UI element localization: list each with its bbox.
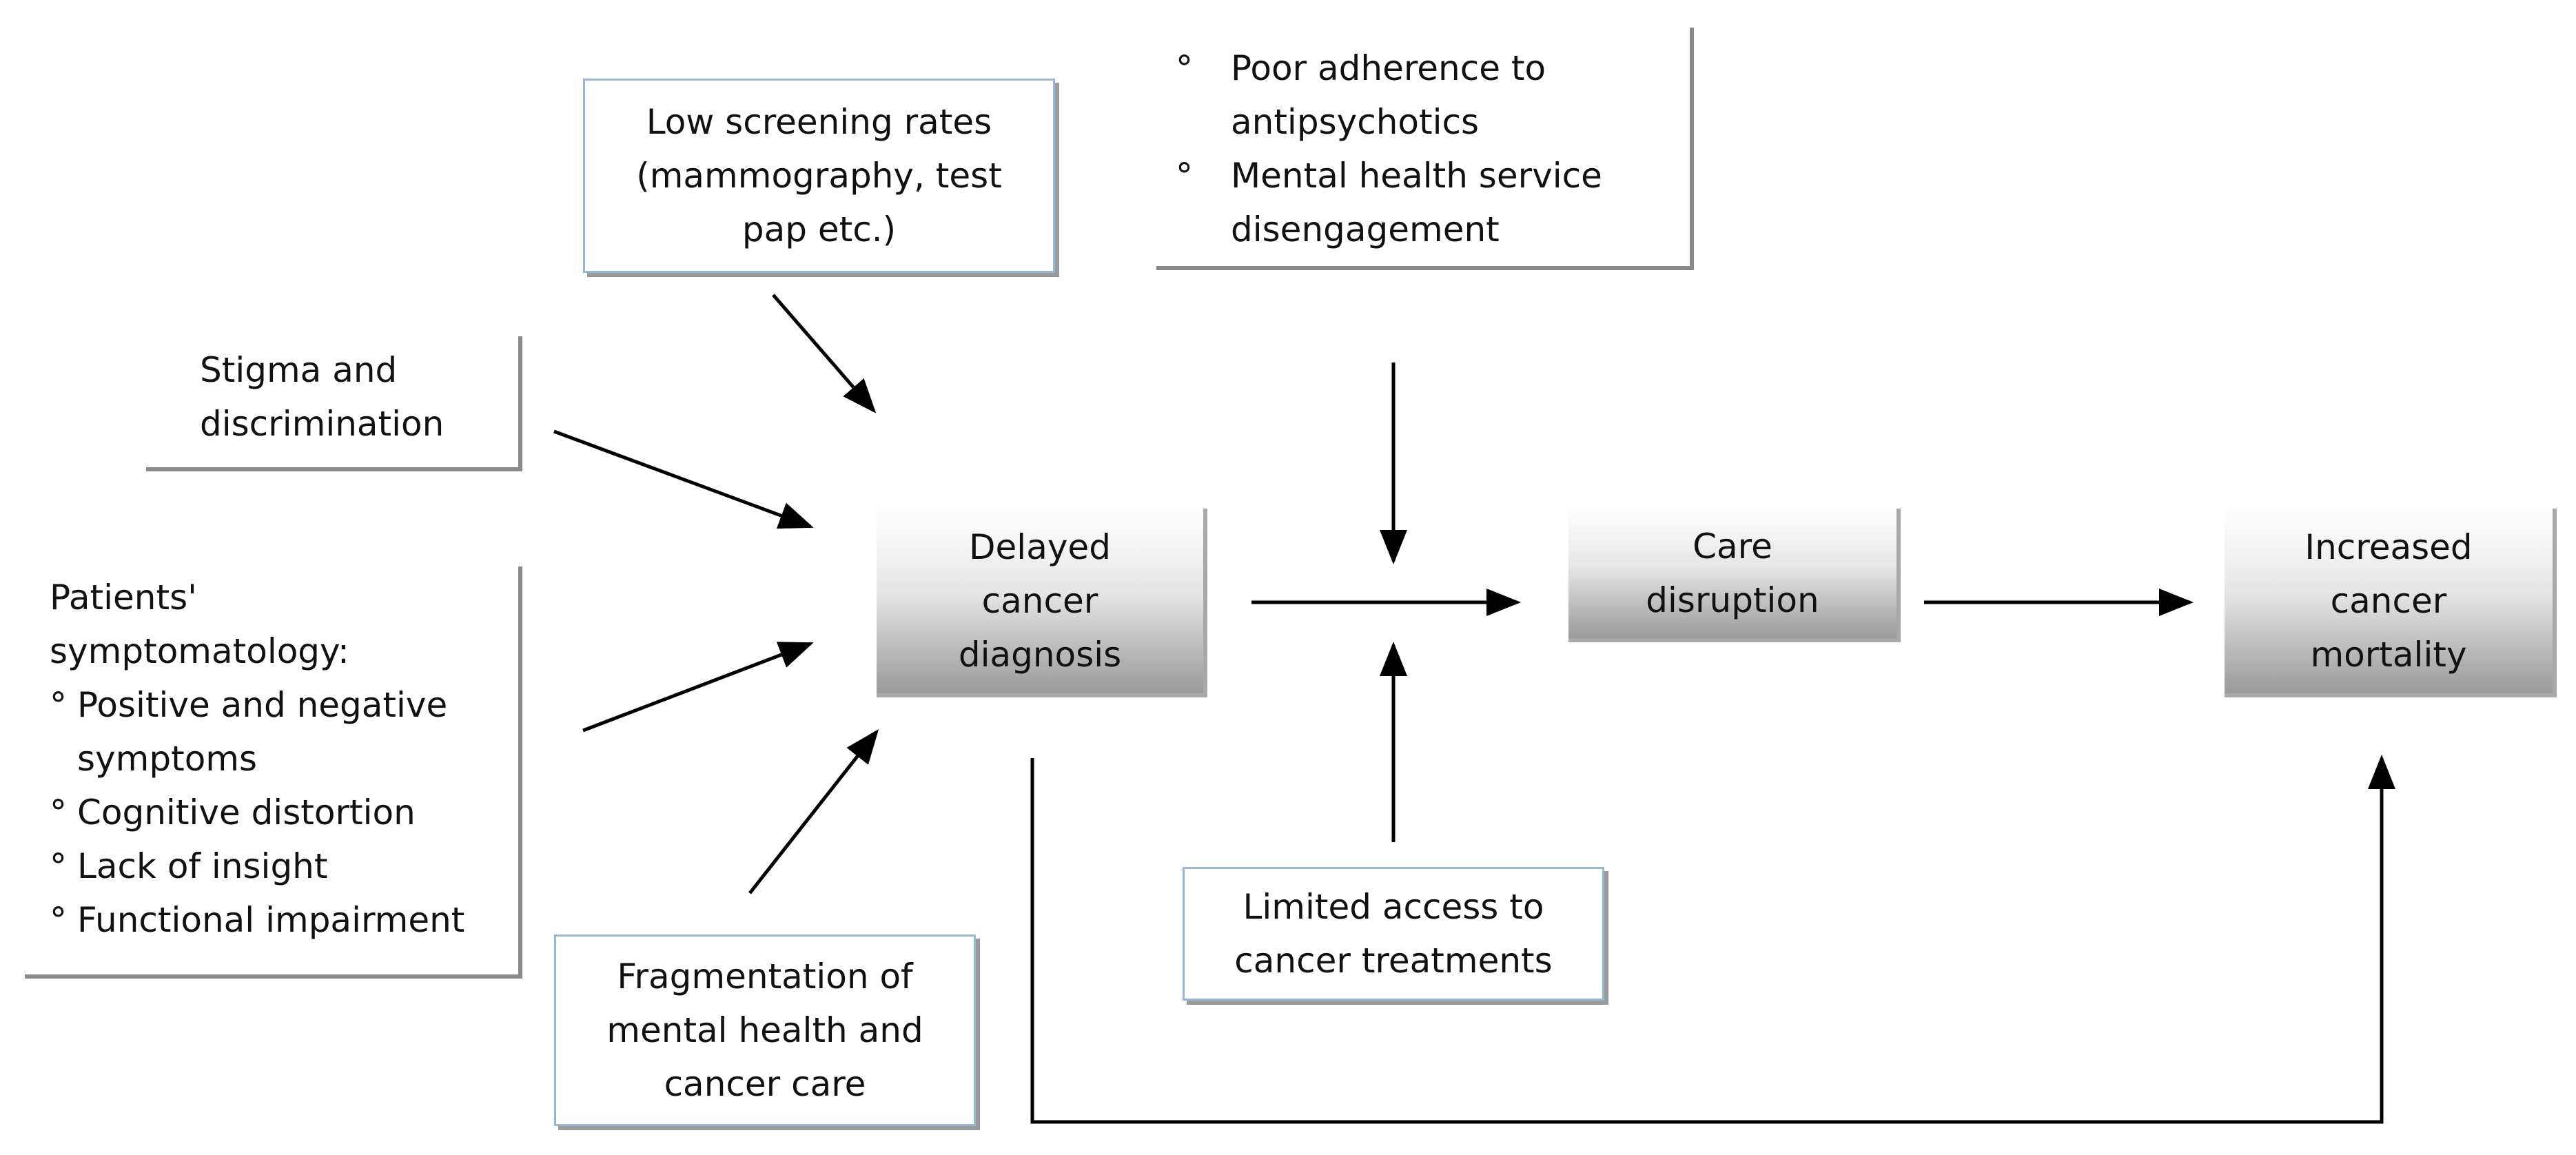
mortality-line-1: Increased [2304, 527, 2473, 567]
mortality-line-2: cancer [2330, 581, 2447, 621]
fragmentation-box: Fragmentation of mental health and cance… [554, 934, 976, 1126]
symptomatology-heading-1: Patients' [50, 578, 197, 617]
delayed-line-1: Delayed [969, 527, 1111, 567]
fragmentation-line-3: cancer care [664, 1064, 866, 1104]
delayed-line-3: diagnosis [958, 635, 1122, 675]
limited-line-1: Limited access to [1243, 887, 1544, 927]
care-line-2: disruption [1646, 580, 1819, 620]
low-screening-line-3: pap etc.) [742, 209, 897, 249]
arrow-screening-to-delayed [772, 294, 877, 413]
care-disruption-box: Care disruption [1568, 509, 1901, 642]
low-screening-rates-box: Low screening rates (mammography, test p… [583, 79, 1055, 273]
adherence-item-1-line-1: °Poor adherence to [1176, 41, 1690, 95]
symptom-item-3: °Lack of insight [50, 839, 518, 893]
delayed-diagnosis-box: Delayed cancer diagnosis [877, 509, 1207, 697]
fragmentation-line-1: Fragmentation of [617, 957, 913, 996]
stigma-line-1: Stigma and [200, 350, 398, 390]
symptomatology-box: Patients' symptomatology: °Positive and … [25, 566, 522, 979]
symptom-item-4: °Functional impairment [50, 893, 518, 947]
bullet-icon: ° [50, 900, 67, 940]
care-line-1: Care [1693, 527, 1772, 566]
arrow-symptomatology-to-delayed [582, 642, 814, 733]
mortality-line-3: mortality [2310, 635, 2467, 675]
adherence-box: °Poor adherence to antipsychotics °Menta… [1156, 28, 1694, 270]
bullet-icon: ° [50, 793, 67, 832]
arrow-stigma-to-delayed [553, 429, 814, 529]
stigma-line-2: discrimination [200, 404, 444, 444]
bullet-icon: ° [1176, 156, 1193, 196]
bullet-icon: ° [50, 685, 67, 725]
limited-access-box: Limited access to cancer treatments [1183, 867, 1604, 1001]
adherence-item-2-line-1: °Mental health service [1176, 149, 1690, 203]
symptomatology-heading-2: symptomatology: [50, 631, 349, 671]
increased-mortality-box: Increased cancer mortality [2225, 509, 2557, 697]
symptom-item-2: °Cognitive distortion [50, 786, 518, 839]
symptom-item-1-cont: symptoms [77, 739, 258, 779]
adherence-item-2-line-2: disengagement [1231, 209, 1500, 249]
fragmentation-line-2: mental health and [606, 1010, 923, 1050]
delayed-line-2: cancer [981, 581, 1098, 621]
bullet-icon: ° [50, 846, 67, 886]
adherence-item-1-line-2: antipsychotics [1231, 102, 1480, 142]
low-screening-line-1: Low screening rates [646, 102, 992, 142]
arrow-fragmentation-to-delayed [748, 729, 879, 895]
stigma-box: Stigma and discrimination [146, 336, 522, 471]
arrow-delayed-to-mortality-loop [1030, 755, 2395, 1124]
bullet-icon: ° [1176, 48, 1193, 88]
symptom-item-1: °Positive and negative [50, 678, 518, 732]
limited-line-2: cancer treatments [1234, 941, 1553, 981]
low-screening-line-2: (mammography, test [636, 156, 1002, 196]
